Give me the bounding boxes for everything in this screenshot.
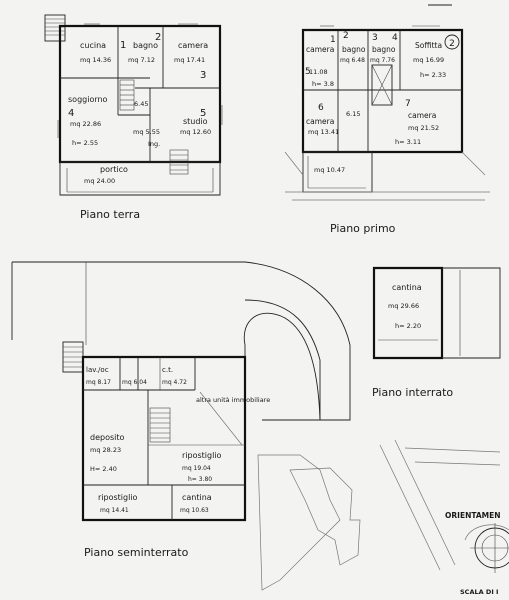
room-area: mq 6.48 (340, 57, 365, 64)
room-marker-ground-4: 4 (68, 108, 74, 119)
room-area: 6.15 (346, 110, 360, 118)
room-area: 11.08 (309, 68, 328, 76)
room-height: h= 2.33 (420, 71, 446, 79)
basement-room-labels: lav./oc mq 8.17 mq 6.04 c.t. mq 4.72 alt… (86, 366, 270, 514)
room-area: mq 28.23 (90, 446, 121, 454)
scale-label: SCALA DI I (460, 588, 498, 596)
room-marker-ground-3: 3 (200, 70, 206, 81)
room-name: bagno (133, 41, 158, 50)
room-height: h= 3.8 (312, 80, 334, 88)
room-name: ripostiglio (98, 493, 138, 502)
room-name: camera (178, 41, 208, 50)
first-stair-void (371, 64, 393, 106)
room-area: mq 16.99 (413, 56, 444, 64)
room-area: mq 5.55 (133, 128, 160, 136)
room-area: mq 4.72 (162, 379, 187, 386)
room-extra: Ing. (148, 140, 160, 148)
ground-entry-stair (44, 14, 66, 42)
room-name: lav./oc (86, 366, 109, 374)
room-marker-first-2: 2 (343, 31, 349, 41)
room-height: h= 3.11 (395, 138, 421, 146)
basement-entry-stair (62, 341, 84, 373)
room-area: mq 6.04 (122, 379, 147, 386)
room-name: Soffitta (415, 41, 442, 50)
room-name: camera (306, 117, 334, 126)
room-marker-first-1: 1 (330, 35, 336, 45)
orientation-label: ORIENTAMEN (445, 511, 501, 520)
curved-ramp-outer (244, 261, 351, 421)
room-area: mq 22.86 (70, 120, 101, 128)
room-marker-ground-2: 2 (155, 32, 161, 43)
room-height: h= 2.55 (72, 139, 98, 147)
room-name: c.t. (162, 366, 173, 374)
room-name: soggiorno (68, 95, 108, 104)
room-marker-first-6: 6 (318, 103, 324, 113)
room-name: studio (183, 117, 208, 126)
room-area: mq 17.41 (174, 56, 205, 64)
room-name: cantina (182, 493, 212, 502)
room-marker-ground-1: 1 (120, 40, 126, 51)
room-area: mq 21.52 (408, 124, 439, 132)
curved-ramp-inner (243, 312, 321, 421)
underground-floor-title: Piano interrato (372, 386, 453, 399)
room-name: bagno (372, 45, 396, 54)
underground-room-labels: cantina mq 29.66 h= 2.20 (388, 283, 422, 330)
room-name: cantina (392, 283, 422, 292)
room-area: mq 7.12 (128, 56, 155, 64)
room-area: 6.45 (134, 100, 148, 108)
room-area: mq 10.47 (314, 166, 345, 174)
room-height: H= 2.40 (90, 465, 117, 473)
floor-marker-label: 2 (449, 39, 455, 49)
room-area: mq 14.36 (80, 56, 111, 64)
room-name: bagno (342, 45, 366, 54)
room-area: mq 7.76 (370, 57, 395, 64)
room-name: ripostiglio (182, 451, 222, 460)
first-floor-plan (284, 25, 490, 201)
site-map (257, 439, 509, 591)
room-area: mq 14.41 (100, 507, 129, 514)
site-outline (11, 261, 351, 520)
basement-floor-plan (62, 341, 247, 522)
ground-floor-title: Piano terra (80, 208, 140, 221)
ground-internal-stair (119, 79, 135, 111)
room-area: mq 13.41 (308, 128, 339, 136)
ground-room-labels: cucina mq 14.36 bagno mq 7.12 camera mq … (68, 41, 211, 185)
room-area: mq 10.63 (180, 507, 209, 514)
room-area: mq 29.66 (388, 302, 419, 310)
room-name: deposito (90, 433, 125, 442)
underground-floor-plan (372, 266, 501, 360)
room-height: h= 3.80 (188, 476, 212, 483)
compass-rose (470, 523, 509, 573)
first-floor-title: Piano primo (330, 222, 396, 235)
room-name: altra unità immobiliare (196, 396, 270, 404)
basement-floor-title: Piano seminterrato (84, 546, 189, 559)
ground-floor-plan (44, 14, 223, 196)
room-marker-first-5: 5 (305, 67, 311, 77)
room-name: camera (408, 111, 436, 120)
room-area: mq 12.60 (180, 128, 211, 136)
room-area: mq 19.04 (182, 465, 211, 472)
first-room-labels: camera 11.08 h= 3.8 bagno mq 6.48 bagno … (306, 41, 446, 174)
room-marker-first-3: 3 (372, 33, 378, 43)
floor-marker: 2 (444, 34, 460, 50)
room-height: h= 2.20 (395, 322, 421, 330)
room-marker-first-4: 4 (392, 33, 398, 43)
room-marker-first-7: 7 (405, 99, 411, 109)
room-name: camera (306, 45, 334, 54)
basement-internal-stair (149, 407, 171, 443)
room-marker-ground-5: 5 (200, 108, 206, 119)
room-area: mq 24.00 (84, 177, 115, 185)
room-name: cucina (80, 41, 106, 50)
room-name: portico (100, 165, 128, 174)
room-area: mq 8.17 (86, 379, 111, 386)
underground-outer-wall (372, 266, 444, 360)
portico-outline (59, 161, 221, 196)
basement-outer-wall (81, 355, 247, 522)
